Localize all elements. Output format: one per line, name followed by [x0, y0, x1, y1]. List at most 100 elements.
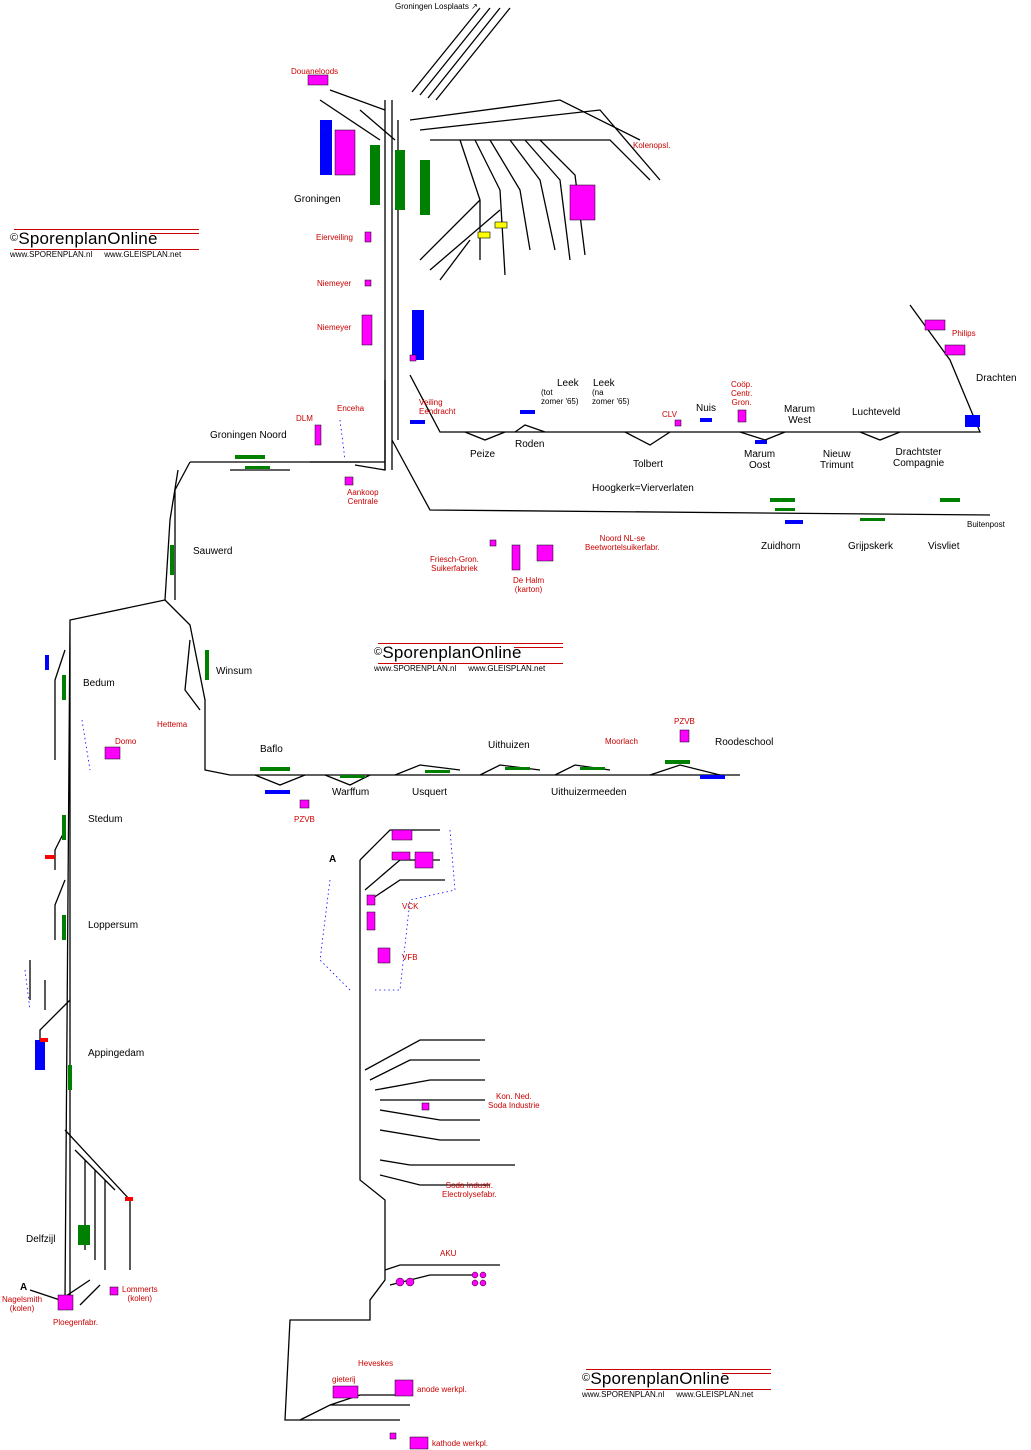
red-markers — [40, 855, 133, 1201]
red-mark-appingedam — [40, 1038, 48, 1042]
bldg-pzvb-baflo — [299, 799, 310, 809]
freight-groningen-west — [320, 120, 332, 175]
ind-niemeyer-1: Niemeyer — [317, 279, 352, 288]
bldg-niemeyer-1 — [364, 279, 372, 287]
label-buitenpost: Buitenpost — [967, 520, 1005, 529]
bldg-niemeyer-2 — [361, 314, 373, 346]
bldg-kathode — [409, 1436, 429, 1450]
bldg-eierveiling — [364, 231, 372, 243]
red-mark-delfzijl — [125, 1197, 133, 1201]
station-nuis: Nuis — [696, 403, 717, 414]
station-nieuw-trimunt: Nieuw Trimunt — [820, 449, 854, 471]
ind-pzvb-baflo: PZVB — [294, 815, 315, 824]
platform-stedum — [62, 815, 66, 840]
freight-baflo — [265, 790, 290, 794]
ind-eierveiling: Eierveiling — [316, 233, 353, 242]
platform-uithuizermeeden — [580, 767, 605, 770]
station-drachtster-compagnie: Drachtster Compagnie — [893, 447, 945, 469]
bldg-pzvb-roodeschool — [679, 729, 690, 743]
bldg-aankoop — [344, 476, 354, 486]
freight-roden — [520, 410, 535, 414]
freight-leek-line — [410, 420, 425, 424]
station-roodeschool: Roodeschool — [715, 737, 774, 748]
station-appingedam: Appingedam — [88, 1048, 145, 1059]
freight-zuidhorn — [785, 520, 803, 524]
platform-warffum — [340, 775, 365, 778]
ind-nagelsmith: Nagelsmith (kolen) — [2, 1295, 43, 1313]
platform-uithuizen — [505, 767, 530, 770]
station-uithuizermeeden: Uithuizermeeden — [551, 787, 627, 798]
signal-box-1 — [477, 231, 491, 239]
ind-soda-industr: Soda Industr. Electrolysefabr. — [442, 1181, 497, 1199]
bldg-aku-6 — [479, 1279, 487, 1287]
platform-roodeschool — [665, 760, 690, 764]
freight-drachten — [965, 415, 980, 427]
arrow-losplaats-icon: ↗ — [471, 2, 478, 11]
station-uithuizen: Uithuizen — [488, 740, 530, 751]
platform-groningen-2 — [395, 150, 405, 210]
station-usquert: Usquert — [412, 787, 448, 798]
station-tolbert: Tolbert — [633, 459, 664, 470]
ind-pzvb-roodeschool: PZVB — [674, 717, 695, 726]
marker-a-heveskes: A — [329, 854, 337, 865]
bldg-vck-3 — [414, 851, 434, 869]
bldg-kolenopsl — [569, 184, 596, 221]
freight-marum — [755, 440, 767, 444]
logo-brand: ©SporenplanOnline — [10, 229, 158, 248]
marker-a-delfzijl: A — [20, 1282, 28, 1293]
station-bedum: Bedum — [83, 678, 115, 689]
bldg-philips-1 — [924, 319, 946, 331]
ind-vck: VCK — [402, 902, 419, 911]
ind-clv: CLV — [662, 410, 677, 419]
ind-douaneloods: Douaneloods — [291, 67, 339, 76]
ind-de-halm: De Halm (karton) — [513, 576, 545, 594]
platform-groningen-noord — [235, 455, 265, 459]
freight-appingedam — [35, 1040, 45, 1070]
ind-moorlach: Moorlach — [605, 737, 638, 746]
bldg-friesch — [489, 539, 497, 547]
ind-philips: Philips — [952, 329, 976, 338]
bldg-philips-2 — [944, 344, 966, 356]
station-luchteveld: Luchteveld — [852, 407, 901, 418]
logo-brand: ©SporenplanOnline — [582, 1369, 730, 1388]
ind-anode: anode werkpl. — [417, 1385, 467, 1394]
station-leek-tot-note: (tot zomer '65) — [541, 388, 579, 406]
station-leek-tot: Leek — [557, 378, 579, 389]
platform-usquert — [425, 770, 450, 773]
ind-aku: AKU — [440, 1249, 457, 1258]
bldg-anode — [394, 1379, 414, 1397]
platform-hoogkerk — [770, 498, 795, 502]
bldg-niemeyer-3 — [409, 354, 417, 362]
ind-dlm: DLM — [296, 414, 313, 423]
platform-grijpskerk — [860, 518, 885, 521]
platforms — [62, 145, 960, 1245]
platform-groningen-3 — [420, 160, 430, 215]
station-stedum: Stedum — [88, 814, 123, 825]
platform-loppersum — [62, 915, 66, 940]
bldg-aku-1 — [395, 1277, 405, 1287]
bldg-vck-5 — [366, 911, 376, 931]
bldg-aku-3 — [471, 1271, 479, 1279]
platform-baflo — [260, 767, 290, 771]
bldg-coop — [737, 409, 747, 423]
platform-visvliet — [940, 498, 960, 502]
water-eemshaven-west — [319, 879, 351, 991]
bldg-douaneloods — [307, 74, 329, 86]
station-warffum: Warffum — [332, 787, 370, 798]
label-losplaats-text: Groningen Losplaats — [395, 2, 469, 11]
industry-buildings — [57, 74, 966, 1450]
ind-vfb: VFB — [402, 953, 418, 962]
bldg-de-halm-1 — [511, 544, 521, 571]
station-groningen: Groningen — [294, 194, 341, 205]
water-appingedam — [24, 969, 31, 1011]
bldg-delfzijl-1 — [57, 1294, 74, 1311]
water-areas — [24, 419, 456, 1011]
platform-groningen-noord-2 — [245, 466, 270, 469]
ind-friesch-gron: Friesch-Gron. Suikerfabriek — [430, 555, 479, 573]
water-domo — [81, 719, 91, 771]
platform-groningen-1 — [370, 145, 380, 205]
